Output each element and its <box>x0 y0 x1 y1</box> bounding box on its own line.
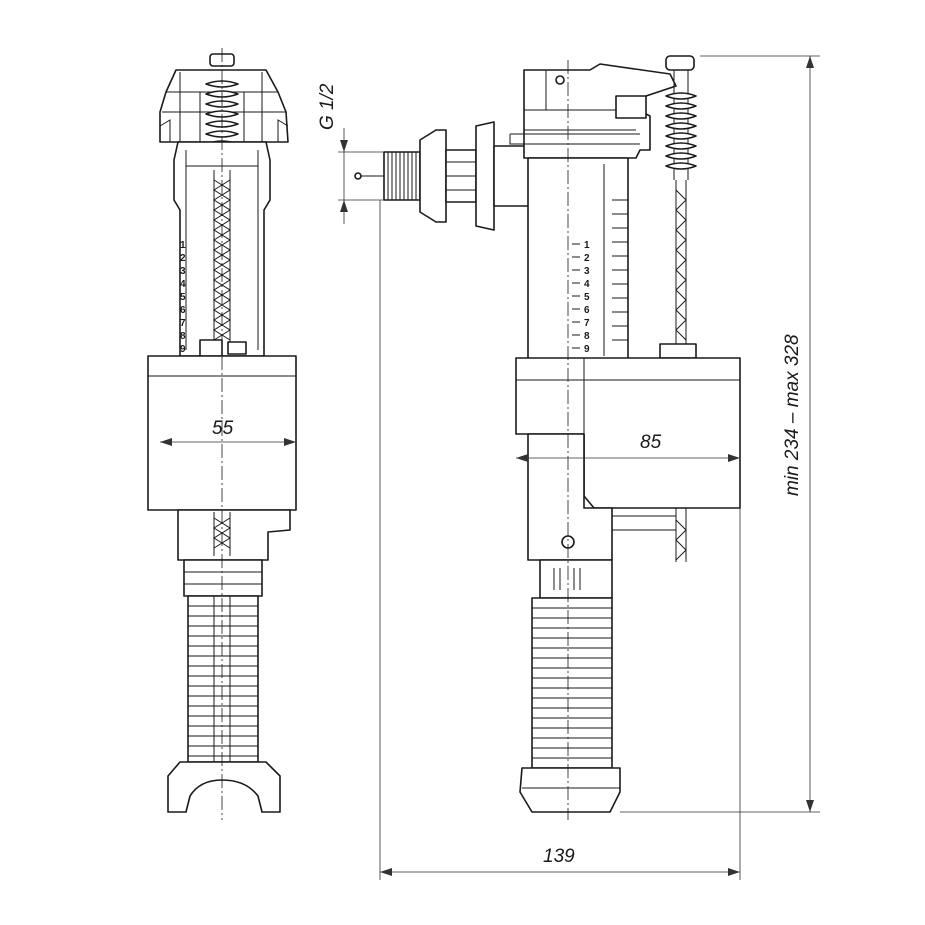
front-lower-body <box>177 509 291 597</box>
front-width-label: 55 <box>212 418 234 439</box>
front-foot <box>167 761 281 813</box>
front-scale-mark: 7 <box>180 318 186 329</box>
side-scale-mark: 8 <box>584 331 590 342</box>
dimension-height: min 234 – max 328 <box>620 55 820 813</box>
front-scale-mark: 4 <box>180 279 186 290</box>
side-float-rod <box>659 55 697 562</box>
inlet-assembly <box>354 121 531 231</box>
side-lower-body <box>527 433 676 599</box>
front-scale-mark: 8 <box>180 331 186 342</box>
side-cap <box>509 63 677 159</box>
side-foot <box>519 767 621 813</box>
front-scale: 1 2 3 4 5 6 7 8 9 <box>180 240 186 355</box>
side-scale-mark: 9 <box>584 344 590 355</box>
side-scale-mark: 1 <box>584 240 590 251</box>
front-hose <box>187 595 259 763</box>
side-scale-mark: 4 <box>584 279 590 290</box>
front-scale-mark: 9 <box>180 344 186 355</box>
dimension-thread: G 1/2 <box>317 83 384 224</box>
side-tube <box>527 157 629 361</box>
front-scale-mark: 6 <box>180 305 186 316</box>
dimension-front-width: 55 <box>160 418 296 446</box>
front-scale-mark: 2 <box>180 253 186 264</box>
side-scale-mark: 7 <box>584 318 590 329</box>
front-cap <box>159 53 289 143</box>
front-scale-mark: 5 <box>180 292 186 303</box>
side-scale-mark: 2 <box>584 253 590 264</box>
front-scale-mark: 1 <box>180 240 186 251</box>
side-scale-mark: 5 <box>584 292 590 303</box>
front-scale-mark: 3 <box>180 266 186 277</box>
dimension-total-width: 1 3 9 <box>379 200 741 880</box>
height-range-label: min 234 – max 328 <box>782 334 803 496</box>
front-view: 1 2 3 4 5 6 7 8 9 <box>147 48 297 820</box>
dimension-side-width: 85 <box>516 432 740 462</box>
side-scale-mark: 3 <box>584 266 590 277</box>
thread-label: G 1/2 <box>317 83 338 130</box>
total-width-label: 139 <box>543 846 575 867</box>
side-width-label: 85 <box>640 432 662 453</box>
side-scale-mark: 6 <box>584 305 590 316</box>
side-hose <box>531 597 613 769</box>
side-scale: 1 2 3 4 5 6 7 8 9 <box>572 240 590 355</box>
front-adjust-rod <box>199 170 247 357</box>
side-view: 1 2 3 4 5 6 7 8 9 <box>354 55 741 820</box>
